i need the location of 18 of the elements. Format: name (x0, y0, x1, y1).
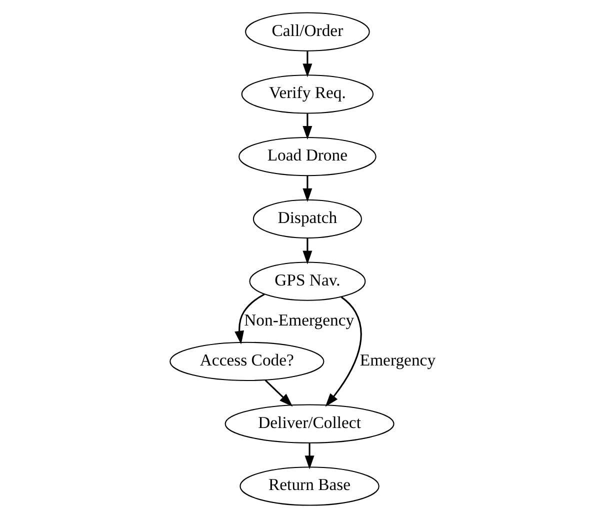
node-ellipse: Call/Order (244, 12, 370, 52)
node-ellipse: Return Base (239, 466, 379, 506)
node-ellipse: Verify Req. (240, 74, 374, 114)
node-ellipse: Load Drone (238, 136, 376, 176)
edge-label: Non-Emergency (244, 310, 354, 330)
arrow (302, 176, 312, 202)
node-ellipse: Deliver/Collect (224, 404, 394, 444)
arrow (264, 380, 292, 407)
arrow (302, 238, 312, 264)
arrow (302, 51, 312, 78)
arrow (234, 294, 264, 344)
arrow (324, 296, 362, 407)
arrow (302, 114, 312, 140)
node-ellipse: Dispatch (252, 199, 362, 239)
arrow (304, 443, 314, 470)
node-ellipse: Access Code? (169, 342, 324, 382)
node-ellipse: GPS Nav. (248, 262, 366, 301)
edge-label: Emergency (359, 350, 436, 370)
